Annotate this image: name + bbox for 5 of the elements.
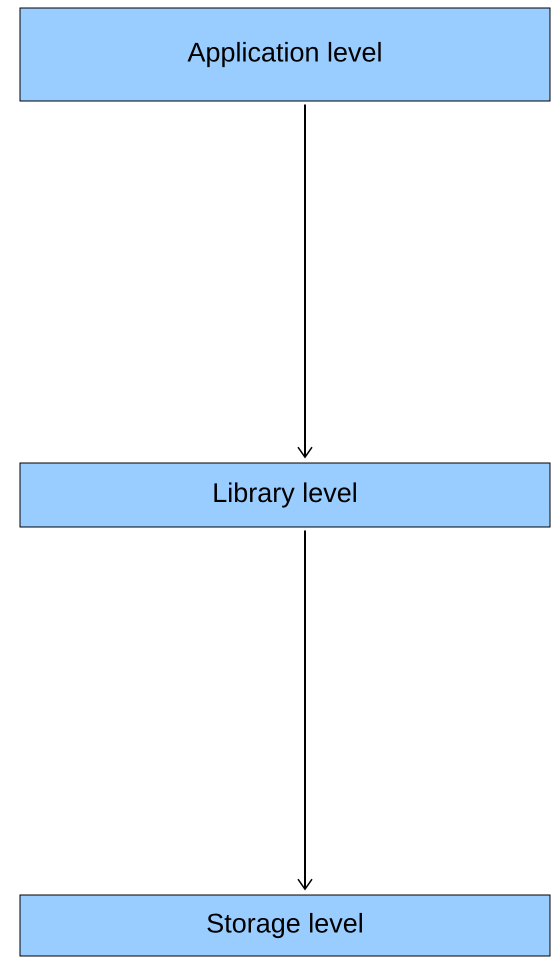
- level-box: Library level: [20, 462, 550, 528]
- arrow: [297, 530, 313, 890]
- level-box: Application level: [20, 7, 550, 102]
- level-box: Storage level: [20, 894, 550, 956]
- arrow: [297, 104, 313, 458]
